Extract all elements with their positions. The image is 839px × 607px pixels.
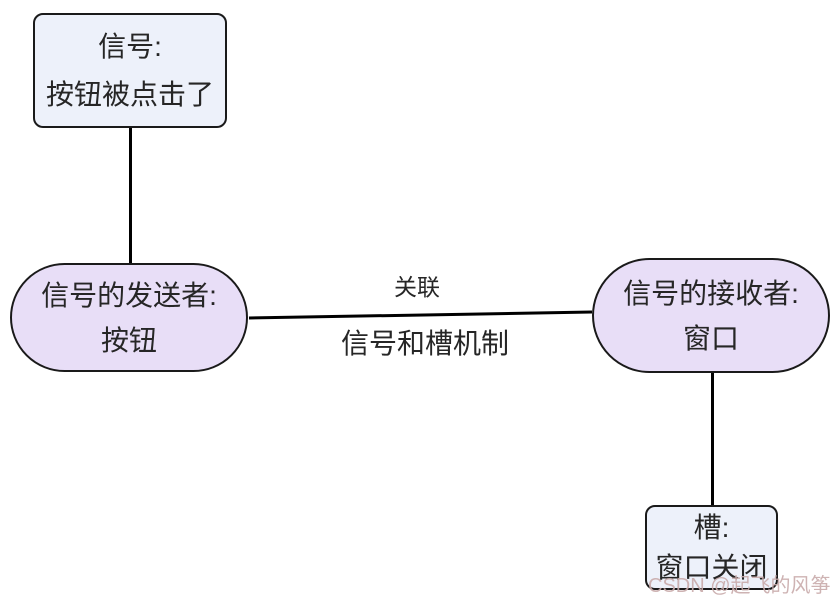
node-sender: 信号的发送者: 按钮 [10,263,248,372]
edge-label-association: 关联 [394,274,440,300]
connector-sender-to-receiver [248,310,593,320]
node-sender-line1: 信号的发送者: [41,279,217,311]
node-slot: 槽: 窗口关闭 [645,505,778,590]
node-signal-line2: 按钮被点击了 [45,78,214,110]
csdn-watermark: CSDN @起飞的风筝 [648,575,831,597]
edge-label-mechanism: 信号和槽机制 [340,328,509,359]
node-receiver-line2: 窗口 [682,322,739,354]
node-receiver: 信号的接收者: 窗口 [592,258,830,373]
node-sender-line2: 按钮 [100,324,157,356]
node-signal: 信号: 按钮被点击了 [33,13,227,128]
node-signal-line1: 信号: [98,30,162,62]
node-receiver-line1: 信号的接收者: [623,277,799,309]
node-slot-line2: 窗口关闭 [655,551,768,583]
node-slot-line1: 槽: [693,511,730,543]
